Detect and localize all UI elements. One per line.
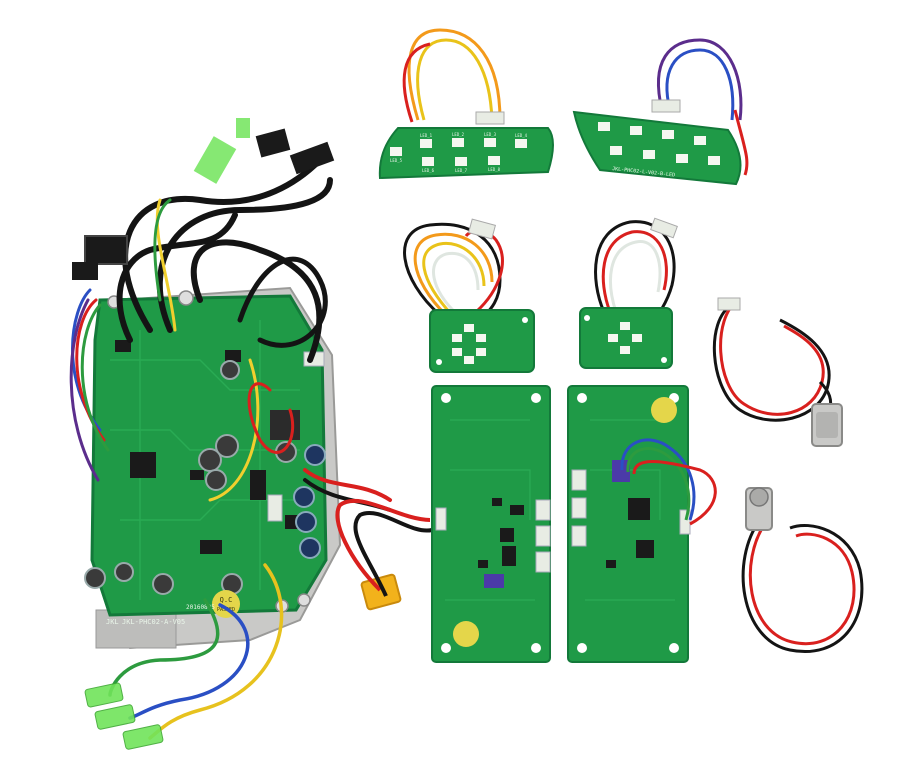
charge-plug-small [717, 297, 741, 311]
led-board-right: JKL-PHC02-L-V02-B-LED [572, 38, 749, 186]
gyro-board-left [431, 385, 551, 663]
led-left-mark-4: LED_4 [515, 133, 528, 138]
charge-port-cable-bottom [741, 487, 864, 653]
indicator-board-left [403, 218, 535, 373]
led-left-mark-2: LED_2 [452, 132, 465, 137]
led-left-mark-3: LED_3 [484, 132, 497, 137]
charge-port-cable-top [712, 297, 843, 447]
main-board-date: 20160805 [186, 604, 215, 611]
indicator-board-right [579, 217, 678, 369]
main-wire-harness [69, 157, 392, 512]
harness-connectors [72, 118, 335, 280]
led-left-mark-8: LED_8 [488, 167, 501, 172]
main-control-board: Q.C PASSED JKL JKL-PHC02-A-V05 20160805 [84, 286, 342, 650]
main-board-model: JKL-PHC02-A-V05 [122, 618, 185, 626]
main-board-chips [115, 340, 307, 554]
led-left-mark-1: LED_1 [420, 133, 433, 138]
gyro-board-right [567, 385, 717, 663]
main-board-capacitors [84, 360, 326, 595]
main-board-qc-text: Q.C [220, 596, 233, 604]
led-left-mark-6: LED_6 [422, 168, 435, 173]
main-board-qc-sticker [212, 590, 240, 618]
led-left-mark-5: LED_5 [390, 158, 403, 163]
main-board-brand: JKL [106, 618, 119, 626]
bullet-terminals [84, 682, 164, 750]
led-left-mark-7: LED_7 [455, 168, 468, 173]
led-board-left: LED_1 LED_2 LED_3 LED_4 LED_5 LED_6 LED_… [378, 28, 554, 180]
